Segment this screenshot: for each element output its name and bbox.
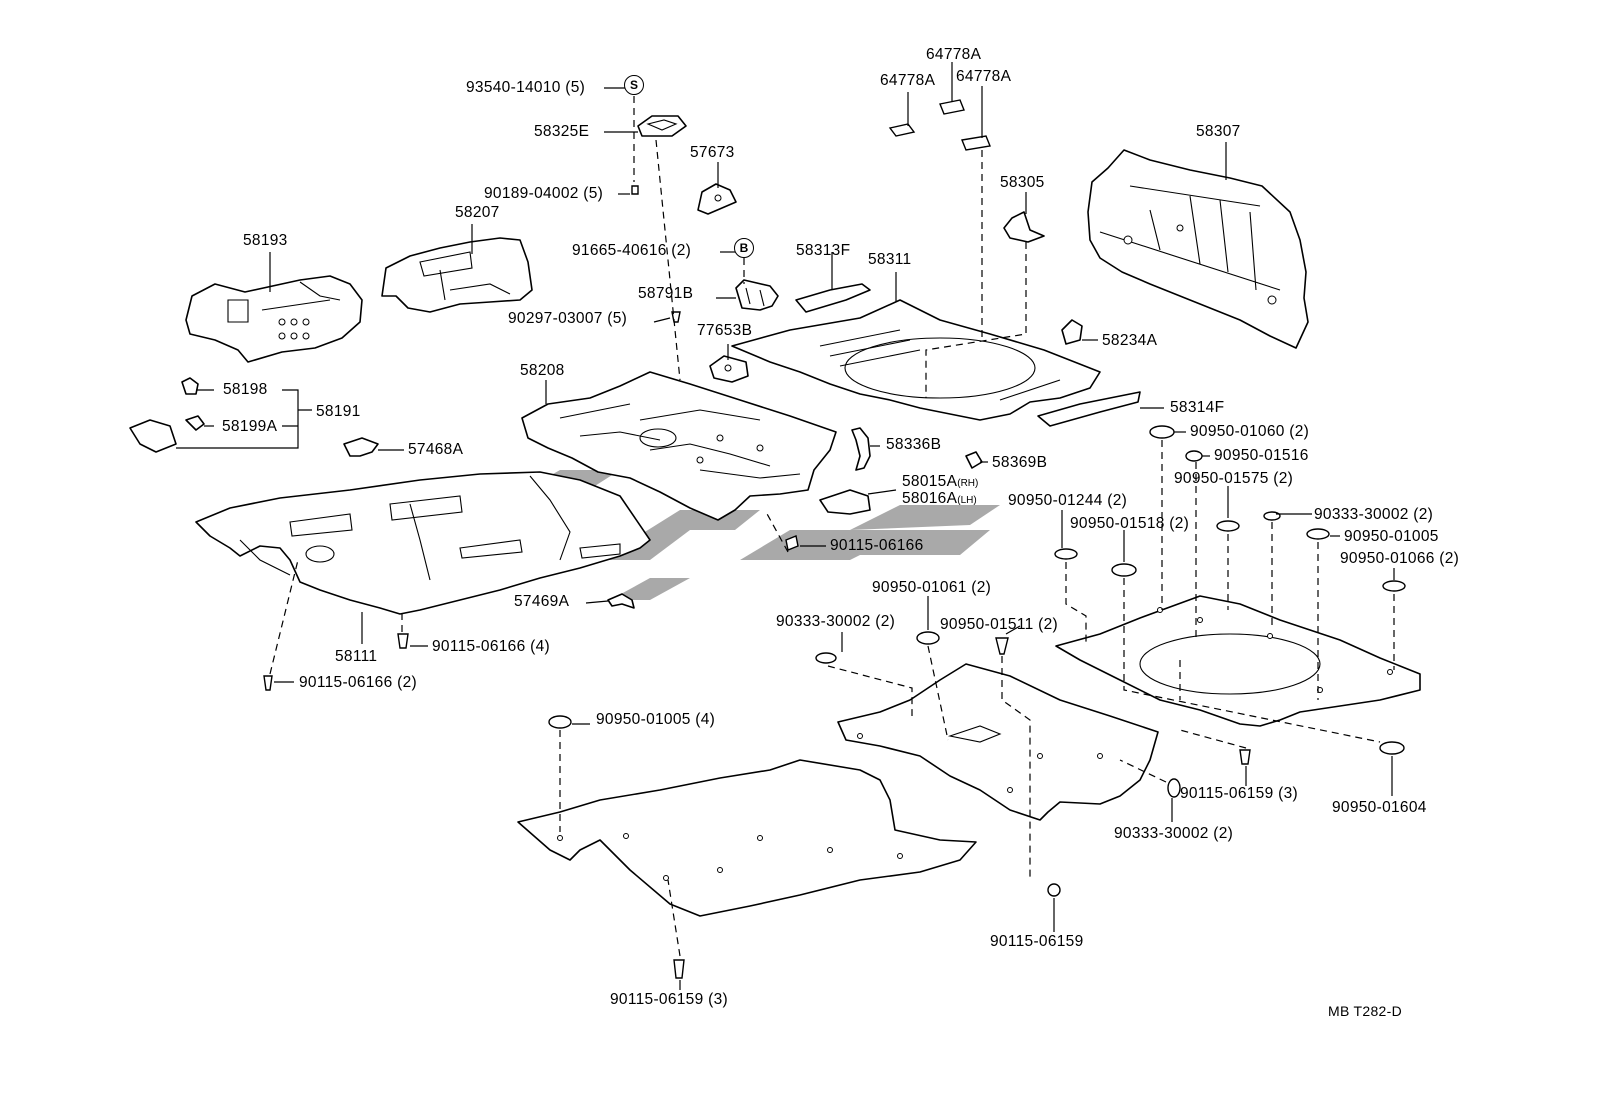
label-91665-40616: 91665-40616 (2): [572, 242, 692, 259]
label-90950-01518: 90950-01518 (2): [1070, 515, 1190, 532]
label-58305: 58305: [1000, 174, 1045, 191]
label-58016A: 58016A(LH): [902, 491, 977, 507]
label-93540-14010: 93540-14010 (5): [466, 79, 586, 96]
part-58307-shape: [1087, 149, 1309, 349]
label-58193: 58193: [243, 232, 288, 249]
callout-s-circle: S: [624, 75, 644, 95]
label-58234A: 58234A: [1102, 332, 1158, 349]
part-58311-shape: [731, 299, 1101, 421]
label-58208: 58208: [520, 362, 565, 379]
part-58193-shape: [185, 275, 363, 363]
part-58111-shape: [195, 471, 651, 615]
label-90950-01066: 90950-01066 (2): [1340, 550, 1460, 567]
label-90950-01244: 90950-01244 (2): [1008, 492, 1128, 509]
label-90115-06159-3-bottom: 90115-06159 (3): [610, 991, 728, 1008]
label-90189-04002: 90189-04002 (5): [484, 185, 604, 202]
part-58369B-shape: [965, 451, 983, 469]
label-90333-30002-right: 90333-30002 (2): [1314, 506, 1434, 523]
label-58015A: 58015A(RH): [902, 474, 978, 490]
label-58336B: 58336B: [886, 436, 942, 453]
label-90115-06159-center: 90115-06159: [990, 933, 1084, 950]
label-58307: 58307: [1196, 123, 1241, 140]
label-77653B: 77653B: [697, 322, 753, 339]
callout-b-circle: B: [734, 238, 754, 258]
label-58313F: 58313F: [796, 242, 851, 259]
part-57468A-shape: [343, 437, 379, 457]
label-58369B: 58369B: [992, 454, 1048, 471]
label-90950-01005: 90950-01005: [1344, 528, 1439, 545]
label-90115-06166-2: 90115-06166 (2): [299, 674, 417, 691]
part-58305-shape: [1003, 211, 1045, 243]
install-lines: [269, 96, 1395, 957]
label-90950-01604: 90950-01604: [1332, 799, 1427, 816]
part-57673-shape: [697, 183, 737, 215]
label-90950-01516: 90950-01516: [1214, 447, 1309, 464]
label-90950-01575: 90950-01575 (2): [1174, 470, 1294, 487]
label-90950-01005-4: 90950-01005 (4): [596, 711, 716, 728]
label-58199A: 58199A: [222, 418, 278, 435]
label-58016A-side: (LH): [957, 495, 977, 506]
part-58191-shape: [129, 415, 205, 453]
label-58325E: 58325E: [534, 123, 590, 140]
label-90115-06166-4: 90115-06166 (4): [432, 638, 550, 655]
label-90297-03007: 90297-03007 (5): [508, 310, 628, 327]
part-silencer-middle: [837, 663, 1159, 821]
label-64778A-top: 64778A: [926, 46, 982, 63]
label-90115-06159-3-right: 90115-06159 (3): [1180, 785, 1298, 802]
part-77653B-shape: [709, 355, 749, 383]
label-58207: 58207: [455, 204, 500, 221]
label-58015A-number: 58015A: [902, 473, 958, 490]
leader-lines: [176, 62, 1395, 990]
label-57468A: 57468A: [408, 441, 464, 458]
part-58208-shape: [521, 371, 837, 521]
label-90950-01511: 90950-01511 (2): [940, 616, 1058, 633]
label-58191: 58191: [316, 403, 361, 420]
diagram-code: MB T282-D: [1328, 1003, 1403, 1019]
label-57673: 57673: [690, 144, 735, 161]
part-silencer-rear: [1055, 595, 1421, 727]
part-57469A-shape: [607, 593, 635, 609]
label-90333-30002-bottom: 90333-30002 (2): [1114, 825, 1234, 842]
part-58207-shape: [381, 237, 533, 313]
part-58336B-shape: [851, 427, 871, 471]
label-90115-06166: 90115-06166: [830, 537, 924, 554]
label-58016A-number: 58016A: [902, 490, 958, 507]
part-58314F-shape: [1037, 391, 1141, 427]
pad-64778A-parts: [888, 99, 991, 151]
label-90333-30002-left: 90333-30002 (2): [776, 613, 896, 630]
label-58311: 58311: [868, 251, 912, 268]
label-58314F: 58314F: [1170, 399, 1225, 416]
fasteners: [263, 77, 1406, 979]
part-58015A-shape: [819, 489, 871, 515]
part-58791B-shape: [735, 279, 779, 311]
part-58325E-shape: [637, 115, 687, 137]
label-57469A: 57469A: [514, 593, 570, 610]
label-90950-01060: 90950-01060 (2): [1190, 423, 1310, 440]
label-58198: 58198: [223, 381, 268, 398]
label-64778A-left: 64778A: [880, 72, 936, 89]
part-58198-shape: [181, 377, 199, 395]
part-58234A-shape: [1061, 319, 1083, 345]
label-58111: 58111: [335, 648, 378, 665]
label-58015A-side: (RH): [957, 478, 979, 489]
part-58313F-shape: [795, 283, 871, 313]
label-64778A-right: 64778A: [956, 68, 1012, 85]
part-silencer-front: [517, 759, 977, 917]
label-58791B: 58791B: [638, 285, 694, 302]
label-90950-01061: 90950-01061 (2): [872, 579, 992, 596]
